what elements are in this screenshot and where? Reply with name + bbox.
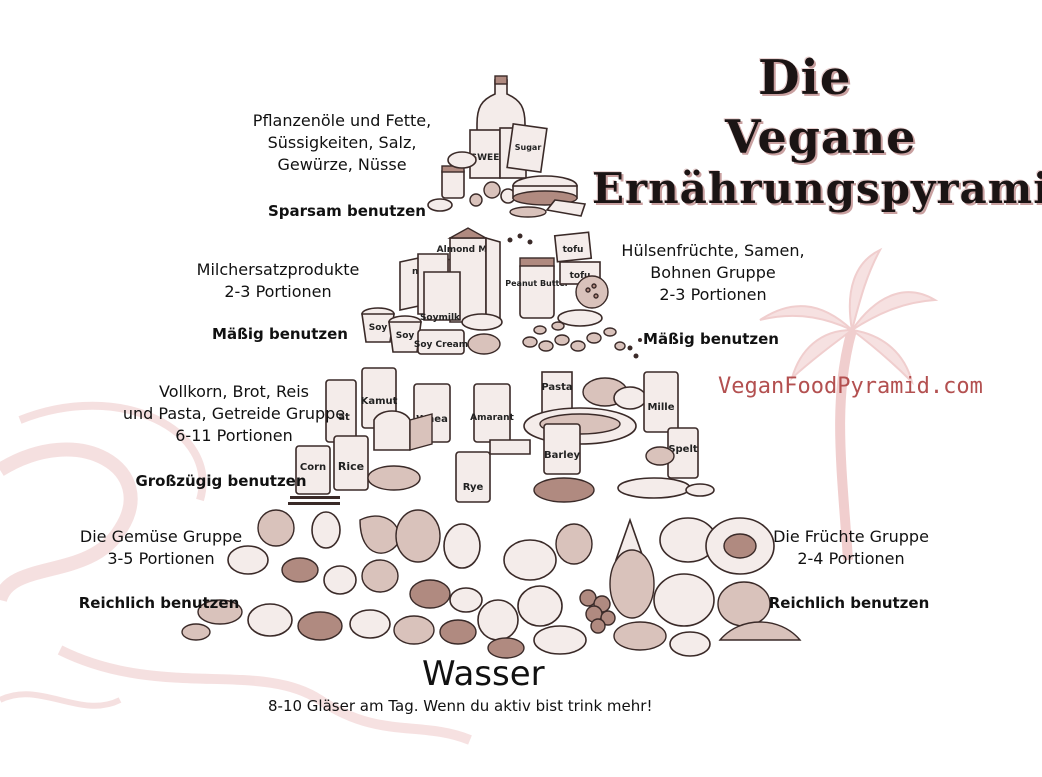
- pkg-sugar-box-label: Sugar: [515, 143, 542, 152]
- tier-oils-sweets: SWEE S Sugar: [427, 75, 587, 218]
- website-url[interactable]: VeganFoodPyramid.com: [718, 374, 983, 399]
- pkg-peanut-butter-label: Peanut Butter: [505, 279, 569, 288]
- label-grains-line-3: 6-11 Portionen: [175, 426, 293, 445]
- usage-legumes: Mäßig benutzen: [643, 330, 779, 348]
- label-dairy-alternatives-line-2: 2-3 Portionen: [224, 282, 332, 301]
- label-vegetables-line-2: 3-5 Portionen: [107, 549, 215, 568]
- label-legumes-line-2: Bohnen Gruppe: [650, 263, 776, 282]
- tier-vegetables-fruits: [181, 509, 802, 659]
- label-fruits: Die Früchte Gruppe 2-4 Portionen: [758, 526, 944, 570]
- usage-fruits: Reichlich benutzen: [768, 594, 930, 612]
- tier-grains: at Kamut Whea Amarant Pasta Mille Spelt: [288, 367, 715, 505]
- pkg-spelt-label: Spelt: [668, 444, 698, 455]
- water-title: Wasser: [422, 654, 545, 694]
- pkg-almond-milk-label: Almond Milk: [437, 245, 501, 255]
- pkg-sweet-label: SWEE: [471, 153, 500, 163]
- label-oils-sweets-line-3: Gewürze, Nüsse: [277, 155, 407, 174]
- pkg-rye-label: Rye: [463, 482, 484, 493]
- title-line-1: Die: [758, 50, 852, 106]
- usage-dairy-alternatives: Mäßig benutzen: [212, 325, 348, 343]
- label-fruits-line-1: Die Früchte Gruppe: [773, 527, 929, 546]
- title-line-2: Vegane: [725, 110, 917, 164]
- pkg-sour-cream-label: Soy Cream: [414, 340, 468, 350]
- pkg-oat-label: at: [338, 412, 350, 423]
- pkg-kamut-label: Kamut: [361, 396, 398, 407]
- pkg-amaranth-label: Amarant: [470, 413, 514, 423]
- pkg-soymilk-label: Soymilk: [420, 313, 461, 323]
- label-oils-sweets-line-1: Pflanzenöle und Fette,: [252, 111, 432, 130]
- label-dairy-alternatives-line-1: Milchersatzprodukte: [196, 260, 360, 279]
- label-oils-sweets: Pflanzenöle und Fette, Süssigkeiten, Sal…: [226, 110, 458, 176]
- pkg-tofu-2-label: tofu: [570, 271, 591, 281]
- decorative-swirls: [0, 401, 472, 745]
- label-legumes-line-3: 2-3 Portionen: [659, 285, 767, 304]
- label-grains-line-2: und Pasta, Getreide Gruppe: [122, 404, 346, 423]
- pkg-soy-yogurt-1-label: Soy: [369, 323, 388, 333]
- label-grains: Vollkorn, Brot, Reis und Pasta, Getreide…: [96, 381, 372, 447]
- pkg-soy-yogurt-2-label: Soy: [396, 331, 415, 341]
- label-fruits-line-2: 2-4 Portionen: [797, 549, 905, 568]
- label-oils-sweets-line-2: Süssigkeiten, Salz,: [267, 133, 417, 152]
- tier-dairy-legumes: new Almond Milk Soymilk Soy Soy Soy Crea…: [361, 227, 642, 359]
- pkg-pasta-label: Pasta: [541, 382, 572, 393]
- pkg-tofu-1-label: tofu: [563, 245, 584, 255]
- label-dairy-alternatives: Milchersatzprodukte 2-3 Portionen: [172, 259, 384, 303]
- pkg-rice-label: Rice: [338, 460, 364, 473]
- usage-oils-sweets: Sparsam benutzen: [268, 202, 426, 220]
- label-vegetables: Die Gemüse Gruppe 3-5 Portionen: [70, 526, 252, 570]
- usage-grains: Großzügig benutzen: [135, 472, 307, 490]
- label-grains-line-1: Vollkorn, Brot, Reis: [159, 382, 309, 401]
- pkg-barley-label: Barley: [544, 450, 581, 461]
- usage-vegetables: Reichlich benutzen: [78, 594, 240, 612]
- title-line-3: Ernährungspyramide: [592, 164, 1042, 213]
- palm-tree-icon: [759, 247, 939, 561]
- label-legumes: Hülsenfrüchte, Samen, Bohnen Gruppe 2-3 …: [598, 240, 828, 306]
- pkg-corn-label: Corn: [300, 462, 326, 473]
- water-note: 8-10 Gläser am Tag. Wenn du aktiv bist t…: [268, 697, 653, 715]
- pkg-millet-label: Mille: [647, 402, 674, 413]
- label-legumes-line-1: Hülsenfrüchte, Samen,: [621, 241, 805, 260]
- label-vegetables-line-1: Die Gemüse Gruppe: [79, 527, 243, 546]
